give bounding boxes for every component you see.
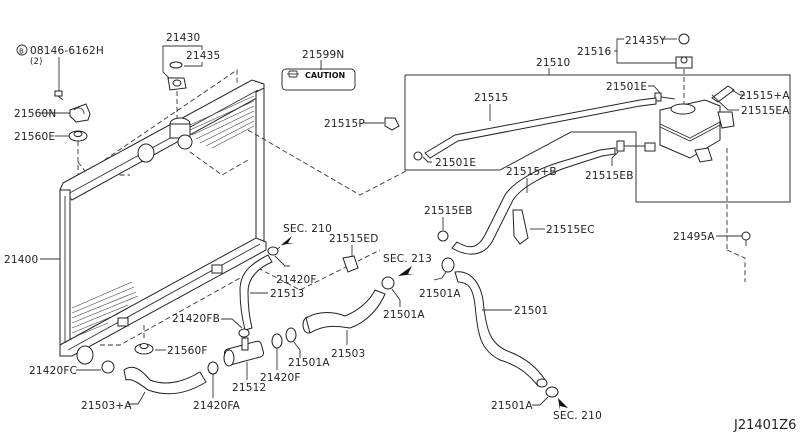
bolt-part-number: 08146-6162H <box>30 45 104 57</box>
core-fins-upper <box>189 95 255 149</box>
label-21560F: 21560F <box>167 345 208 357</box>
label-21513: 21513 <box>270 288 304 300</box>
clamp-21420FA: 21420FA <box>193 361 241 412</box>
section-ref-210-top: SEC. 210 <box>275 223 332 251</box>
bolt-quantity: (2) <box>30 57 43 67</box>
bolt-symbol: B <box>19 48 24 56</box>
hose-21501: 21501 <box>454 271 548 388</box>
clip-icon <box>384 117 400 131</box>
bolt-note: B 08146-6162H (2) <box>16 44 104 101</box>
label-21515B: 21515+B <box>506 166 557 178</box>
caution-text: CAUTION <box>305 71 345 80</box>
small-hose-icon <box>711 85 735 103</box>
hose-bracket-21515EC: 21515EC <box>512 209 595 245</box>
label-21501: 21501 <box>514 305 548 317</box>
clamp-21501A-3: 21501A <box>419 257 461 300</box>
reservoir-hose-21515: 21515 <box>424 92 657 159</box>
label-21515A: 21515+A <box>739 90 790 102</box>
reservoir-cap-assembly: 21516 21435Y <box>577 33 693 106</box>
label-21400: 21400 <box>4 254 38 266</box>
reservoir-upper-fittings: 21501E 21515+A 21515EA <box>606 81 790 117</box>
hose-21513: 21513 <box>239 254 304 331</box>
label-sec210-bottom: SEC. 210 <box>553 410 602 422</box>
label-21516: 21516 <box>577 46 612 58</box>
label-21560N: 21560N <box>14 108 56 120</box>
label-21560E: 21560E <box>14 131 55 143</box>
clamp-21501A-4: 21501A <box>491 386 559 412</box>
label-21515ED: 21515ED <box>329 233 379 245</box>
pipe-21512: 21512 <box>223 337 266 394</box>
lower-grommet: 21560F <box>134 325 208 357</box>
label-21435Y: 21435Y <box>625 35 666 47</box>
cap-seal-icon <box>169 61 183 69</box>
label-21501A-4: 21501A <box>491 400 533 412</box>
radiator-core: 21400 <box>4 69 409 365</box>
arrow-icon <box>281 236 294 245</box>
label-21515: 21515 <box>474 92 508 104</box>
section-ref-210-bottom: SEC. 210 <box>553 398 602 422</box>
caution-label: 21599N CAUTION <box>281 49 356 91</box>
bolt-icon <box>54 90 64 101</box>
label-21420FA: 21420FA <box>193 400 241 412</box>
hose-clip-21515P: 21515P <box>324 117 400 131</box>
label-21515EC: 21515EC <box>546 224 595 236</box>
label-21515EB-box: 21515EB <box>585 170 634 182</box>
label-21599N: 21599N <box>302 49 344 61</box>
reservoir-bolt-21495A: 21495A <box>673 231 751 246</box>
label-21515EB: 21515EB <box>424 205 473 217</box>
reservoir-tank-box: 21510 <box>404 57 791 203</box>
label-21515P: 21515P <box>324 118 365 130</box>
upper-grommet: 21560E <box>14 130 88 178</box>
label-21430: 21430 <box>166 32 200 44</box>
label-21420FC: 21420FC <box>29 365 77 377</box>
core-fins-lower <box>71 281 139 339</box>
radiator-cap-assembly: 21430 21435 <box>162 32 220 120</box>
label-sec213: SEC. 213 <box>383 253 432 265</box>
bolt-symbol-icon <box>16 44 28 56</box>
clamp-21420FB: 21420FB <box>172 313 250 338</box>
clamp-21501E-left: 21501E <box>413 151 476 169</box>
label-21501E-top: 21501E <box>606 81 647 93</box>
label-21510: 21510 <box>536 57 570 69</box>
reservoir-hose-21515B: 21515+B <box>451 147 616 255</box>
clamp-21515EB-box: 21515EB <box>585 140 645 182</box>
reservoir-tank <box>644 99 746 282</box>
diagram-reference-code: J21401Z6 <box>733 418 796 433</box>
label-21512: 21512 <box>232 382 266 394</box>
label-21420F-top: 21420F <box>276 274 317 286</box>
label-21420F-bottom: 21420F <box>260 372 301 384</box>
hose-21503: 21503 <box>302 289 386 360</box>
hose-21503A: 21503+A <box>81 366 207 412</box>
arrow-icon <box>558 398 568 410</box>
upper-mount-bracket: 21560N <box>14 103 91 123</box>
hose-clip-21515ED: 21515ED <box>329 233 379 273</box>
bolt-head-icon <box>741 231 751 241</box>
clamp-21515EB: 21515EB <box>424 205 473 242</box>
clamp-21420FC: 21420FC <box>29 360 115 377</box>
clamp-21420F-top: 21420F <box>267 246 317 286</box>
warning-icon <box>287 70 299 78</box>
label-21435: 21435 <box>186 50 220 62</box>
label-21501A-1: 21501A <box>288 357 330 369</box>
clamp-21501A-2-icon <box>381 276 395 290</box>
reservoir-cap-seal-icon <box>678 33 690 45</box>
section-ref-213: SEC. 213 21501A <box>381 253 432 321</box>
label-sec210-top: SEC. 210 <box>283 223 332 235</box>
label-21501E-left: 21501E <box>435 157 476 169</box>
label-21501A-3: 21501A <box>419 288 461 300</box>
label-21420FB: 21420FB <box>172 313 220 325</box>
arrow-icon <box>398 266 414 276</box>
clamp-21501A-1: 21501A <box>285 327 330 369</box>
clamp-21420F-bottom: 21420F <box>260 333 301 384</box>
label-21495A: 21495A <box>673 231 715 243</box>
label-21501A-2: 21501A <box>383 309 425 321</box>
label-21503: 21503 <box>331 348 365 360</box>
label-21503A: 21503+A <box>81 400 132 412</box>
label-21515EA: 21515EA <box>741 105 790 117</box>
